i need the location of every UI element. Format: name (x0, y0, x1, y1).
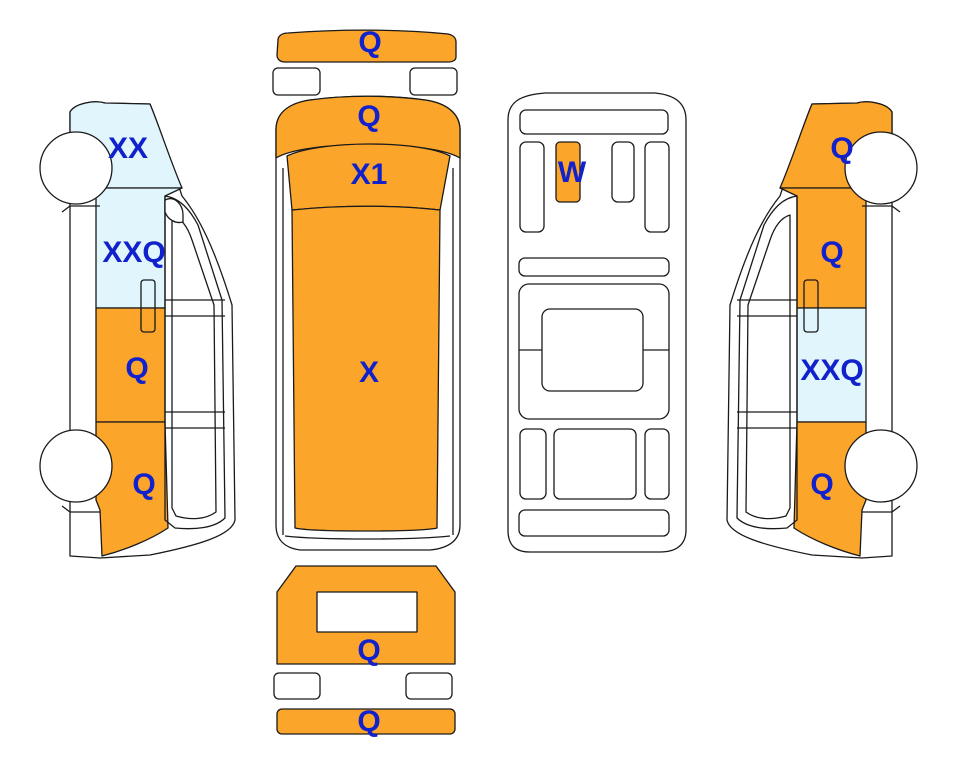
label-rear-bumper: Q (357, 705, 380, 738)
left-rear-wheel (39, 429, 113, 503)
label-right-rear-door: XXQ (800, 354, 863, 387)
rear-view: Q Q (273, 565, 456, 738)
top-view: Q Q X1 X (272, 26, 461, 551)
label-right-front-fender: Q (830, 132, 853, 165)
label-left-rear-quarter: Q (132, 468, 155, 501)
rear-light-left (273, 672, 321, 700)
rear-bumper-panel (276, 708, 456, 735)
label-roof: X (359, 356, 379, 389)
right-rear-wheel (844, 429, 918, 503)
label-left-rear-door: Q (125, 352, 148, 385)
left-side-view: XX XXQ Q Q (39, 101, 236, 559)
right-front-wheel (844, 131, 918, 205)
left-window-frame (164, 195, 226, 530)
right-window-frame (736, 195, 798, 530)
left-mirror (164, 198, 184, 224)
front-headlight-right (409, 67, 458, 96)
label-right-rear-quarter: Q (810, 468, 833, 501)
right-door-handle (803, 279, 819, 333)
label-hood: Q (357, 100, 380, 133)
rear-light-right (405, 672, 453, 700)
interior-outline (507, 92, 687, 553)
interior-seat-damaged (555, 141, 581, 203)
label-left-front-fender: XX (108, 132, 148, 165)
label-front-bumper: Q (358, 26, 381, 59)
front-headlight-left (272, 67, 321, 96)
left-front-wheel (39, 131, 113, 205)
label-interior-seat: W (558, 156, 587, 189)
right-window-inner (745, 214, 791, 520)
label-right-front-door: Q (820, 236, 843, 269)
right-side-view: Q Q XXQ Q (726, 101, 918, 559)
label-windshield: X1 (351, 158, 388, 191)
left-door-handle (140, 279, 156, 333)
label-left-front-door: XXQ (102, 236, 165, 269)
front-bumper-panel (276, 29, 457, 63)
label-rear-door: Q (357, 634, 380, 667)
left-rear-quarter-panel (95, 421, 169, 557)
rear-window (316, 591, 418, 633)
interior-view: W (507, 92, 687, 553)
roof-panel (291, 205, 441, 532)
